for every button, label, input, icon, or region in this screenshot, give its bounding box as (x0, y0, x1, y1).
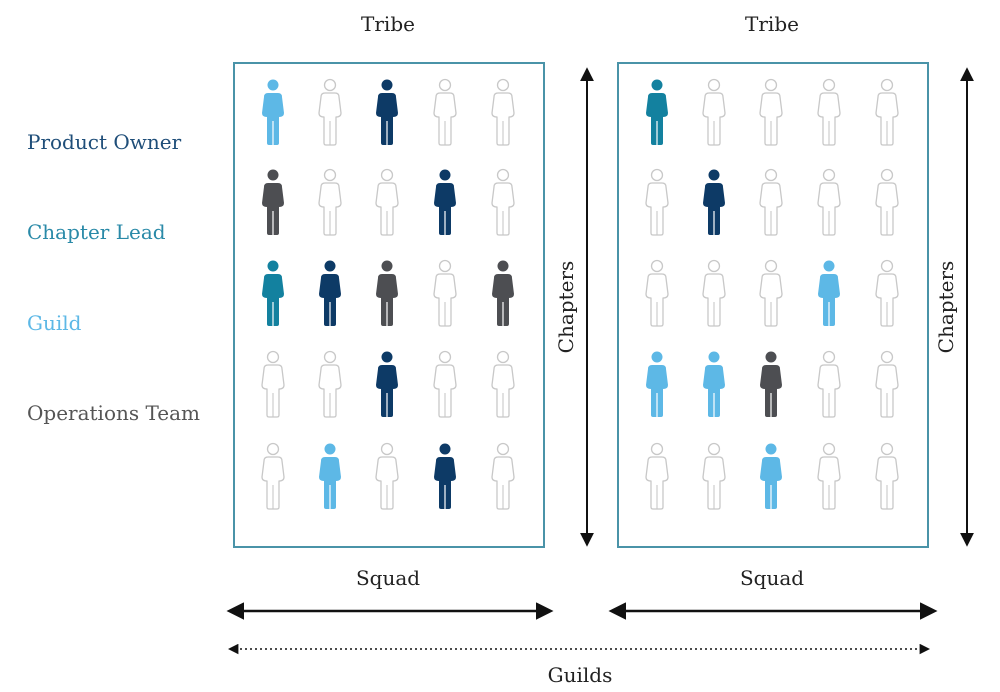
person-icon (645, 442, 669, 510)
legend-chapter-lead: Chapter Lead (27, 220, 166, 244)
person-icon (817, 78, 841, 146)
person-icon (433, 259, 457, 327)
person-icon (491, 442, 515, 510)
person-icon (262, 260, 284, 326)
person-icon (702, 442, 726, 510)
tribe-box-1 (233, 62, 545, 548)
person-icon (376, 79, 398, 145)
person-icon (646, 79, 668, 145)
chapters-label-2: Chapters (934, 260, 958, 354)
legend-operations-team: Operations Team (27, 401, 201, 425)
person-icon (262, 169, 284, 235)
person-icon (262, 79, 284, 145)
person-icon (702, 259, 726, 327)
person-icon (434, 443, 456, 509)
person-icon (818, 260, 840, 326)
person-icon (817, 442, 841, 510)
tribe-title-1: Tribe (361, 12, 415, 36)
person-icon (703, 351, 725, 417)
person-icon (375, 168, 399, 236)
person-icon (703, 169, 725, 235)
person-icon (760, 443, 782, 509)
person-icon (375, 442, 399, 510)
person-icon (492, 260, 514, 326)
chapters-label-1: Chapters (554, 260, 578, 354)
person-icon (491, 78, 515, 146)
person-icon (646, 351, 668, 417)
person-icon (875, 259, 899, 327)
person-icon (376, 260, 398, 326)
person-icon (319, 443, 341, 509)
person-icon (875, 350, 899, 418)
person-icon (434, 169, 456, 235)
person-icon (491, 350, 515, 418)
person-icon (318, 168, 342, 236)
person-icon (645, 259, 669, 327)
person-icon (319, 260, 341, 326)
squad-label-2: Squad (739, 566, 805, 590)
person-icon (645, 168, 669, 236)
person-icon (875, 168, 899, 236)
person-icon (318, 350, 342, 418)
person-icon (759, 259, 783, 327)
guilds-label: Guilds (547, 663, 613, 687)
person-icon (261, 350, 285, 418)
person-icon (702, 78, 726, 146)
person-icon (875, 78, 899, 146)
person-icon (433, 78, 457, 146)
person-icon (817, 350, 841, 418)
legend-guild: Guild (27, 311, 82, 335)
person-icon (433, 350, 457, 418)
person-icon (759, 78, 783, 146)
squad-label-1: Squad (355, 566, 421, 590)
tribe-title-2: Tribe (745, 12, 799, 36)
person-icon (261, 442, 285, 510)
person-icon (875, 442, 899, 510)
legend-product-owner: Product Owner (27, 130, 182, 154)
person-icon (376, 351, 398, 417)
person-icon (760, 351, 782, 417)
person-icon (759, 168, 783, 236)
person-icon (817, 168, 841, 236)
tribe-box-2 (617, 62, 929, 548)
person-icon (318, 78, 342, 146)
person-icon (491, 168, 515, 236)
